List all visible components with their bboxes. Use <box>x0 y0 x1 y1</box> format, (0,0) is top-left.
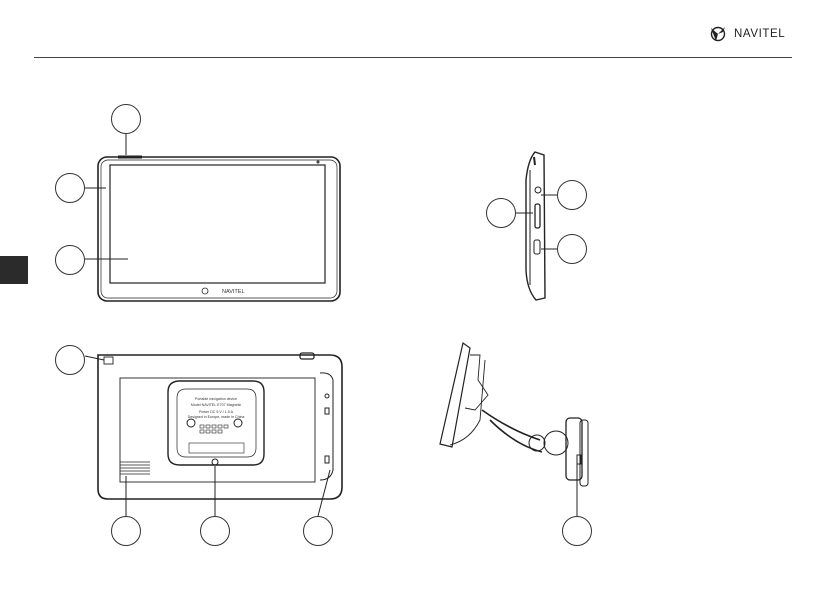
callout-marker <box>557 234 587 264</box>
callout-marker <box>303 516 333 546</box>
front-logo-text: NAVITEL <box>222 289 245 295</box>
navitel-logo-icon <box>710 26 726 42</box>
header-divider <box>34 57 792 58</box>
back-label-line1: Portable navigation device <box>195 397 237 401</box>
back-label-line2: Model NAVITEL E707 Magnetic <box>191 403 242 407</box>
callout-marker <box>55 245 85 275</box>
mount-view <box>439 341 589 516</box>
brand-logo: NAVITEL <box>708 24 785 44</box>
back-label-line4: Designed in Europe, made in China <box>188 415 245 419</box>
callout-marker <box>111 516 141 546</box>
brand-name: NAVITEL <box>734 28 786 40</box>
side-view <box>516 151 558 301</box>
front-view <box>85 134 341 302</box>
callout-marker <box>200 516 230 546</box>
section-tab <box>0 256 28 284</box>
back-label-line3: Power DC 5 V / 1.5 A <box>199 410 234 414</box>
callout-marker <box>562 516 592 546</box>
back-view <box>84 352 343 517</box>
callout-marker <box>486 198 516 228</box>
callout-marker <box>55 345 85 375</box>
callout-marker <box>557 180 587 210</box>
front-logo-icon <box>201 287 209 295</box>
callout-marker <box>111 104 141 134</box>
callout-marker <box>55 173 85 203</box>
